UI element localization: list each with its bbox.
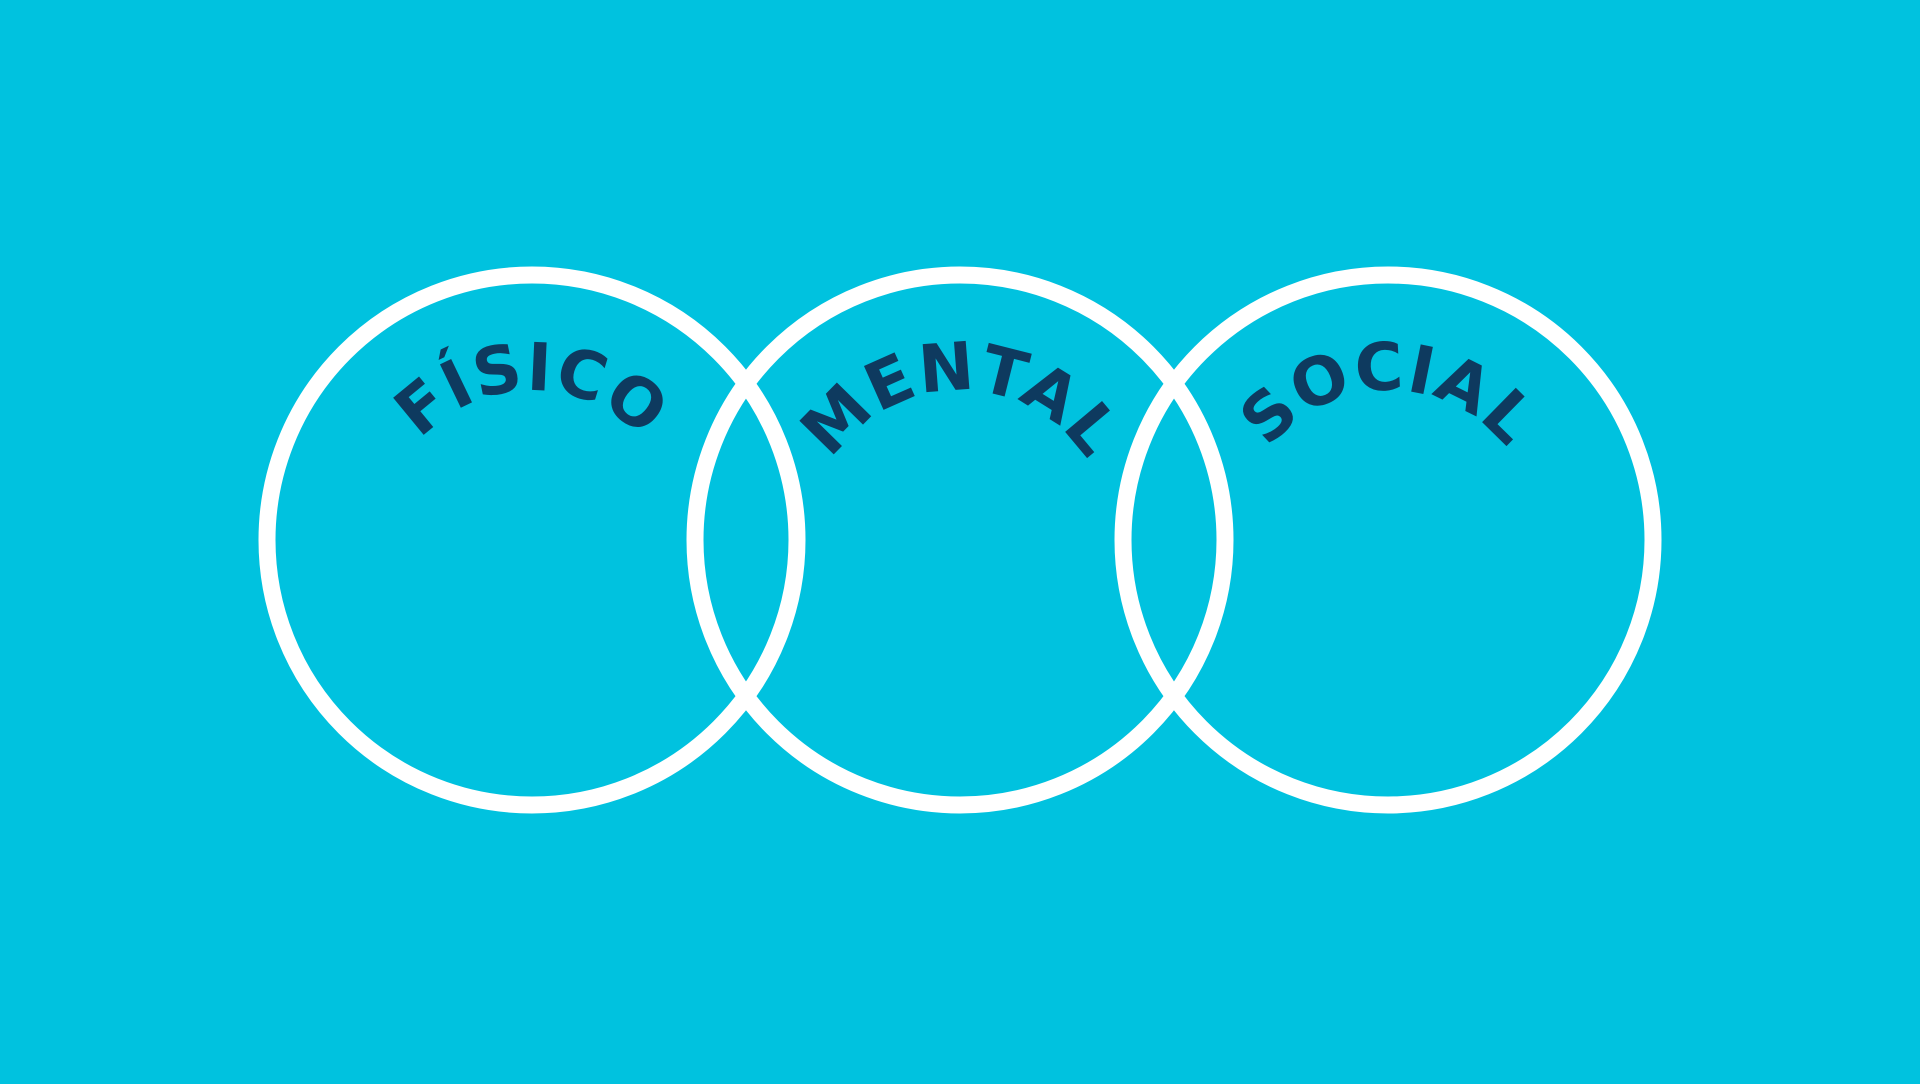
circle-label-mental: MENTAL bbox=[786, 327, 1136, 470]
circle-ring bbox=[686, 266, 1234, 814]
circle-fisico: FÍSICO bbox=[258, 266, 806, 814]
circle-social: SOCIAL bbox=[1114, 266, 1662, 814]
circle-mental: MENTAL bbox=[686, 266, 1234, 814]
circle-ring bbox=[1114, 266, 1662, 814]
circle-ring bbox=[258, 266, 806, 814]
circle-label-fisico: FÍSICO bbox=[380, 328, 682, 451]
circle-label-social: SOCIAL bbox=[1225, 328, 1551, 459]
